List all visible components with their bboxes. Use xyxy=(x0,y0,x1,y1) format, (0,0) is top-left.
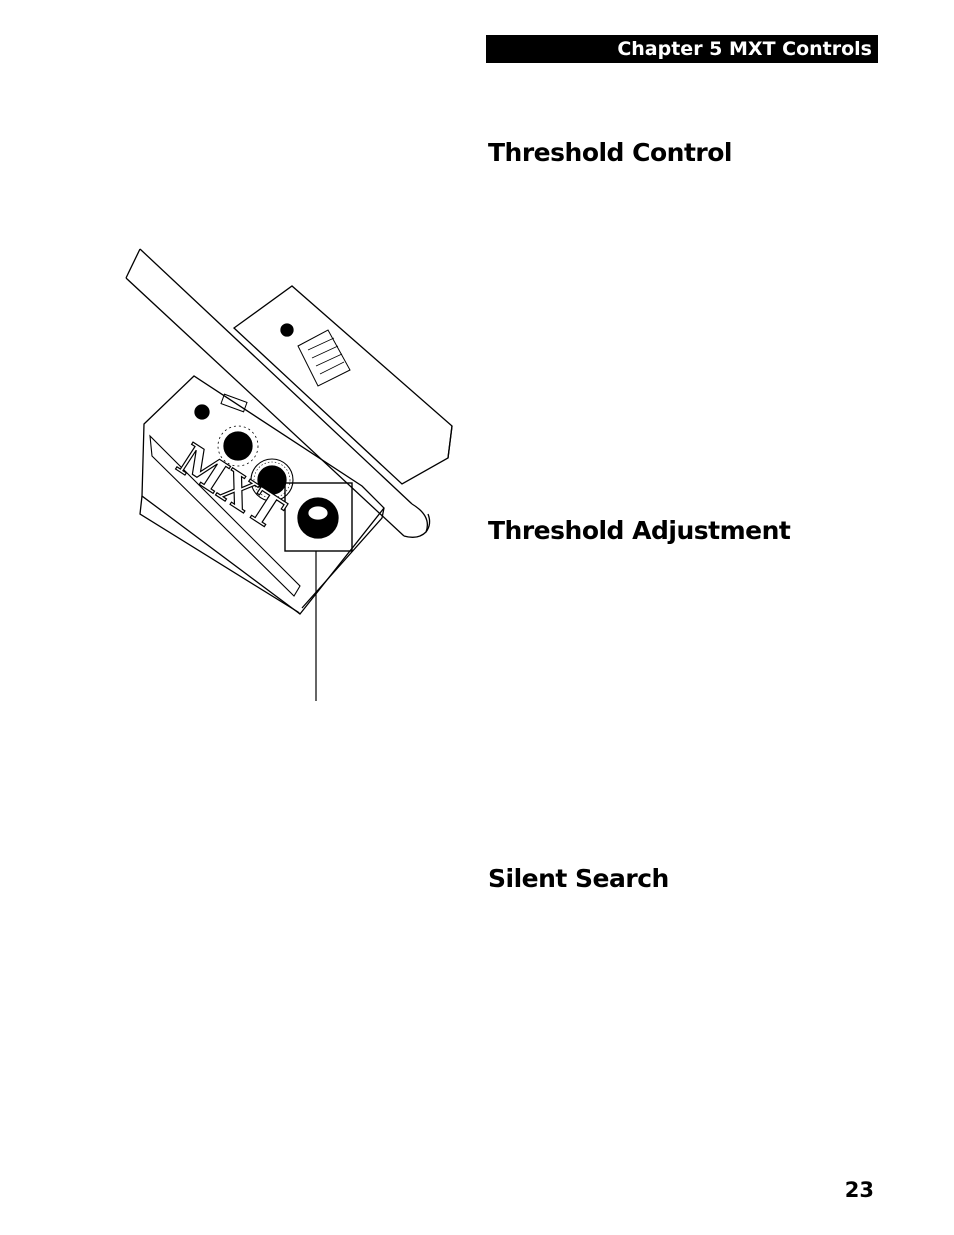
switch-label-plate xyxy=(220,393,248,413)
page-number: 23 xyxy=(844,1178,874,1202)
rear-switch-icon xyxy=(280,323,294,337)
chapter-header-bar: Chapter 5 MXT Controls xyxy=(486,35,878,63)
discrimination-knob-icon xyxy=(250,458,294,502)
threshold-knob-icon xyxy=(297,497,339,539)
section-heading-threshold-adjustment: Threshold Adjustment xyxy=(488,516,791,545)
mode-switch-icon xyxy=(194,404,210,420)
ground-balance-knob-icon xyxy=(217,425,259,467)
section-heading-threshold-control: Threshold Control xyxy=(488,138,733,167)
chapter-title: Chapter 5 MXT Controls xyxy=(617,38,872,60)
rear-label-plate xyxy=(297,329,351,387)
metal-detector-control-box-illustration: MXT xyxy=(125,248,453,701)
threshold-callout-box xyxy=(284,482,353,552)
handle-shaft xyxy=(125,248,431,538)
section-heading-silent-search: Silent Search xyxy=(488,864,669,893)
